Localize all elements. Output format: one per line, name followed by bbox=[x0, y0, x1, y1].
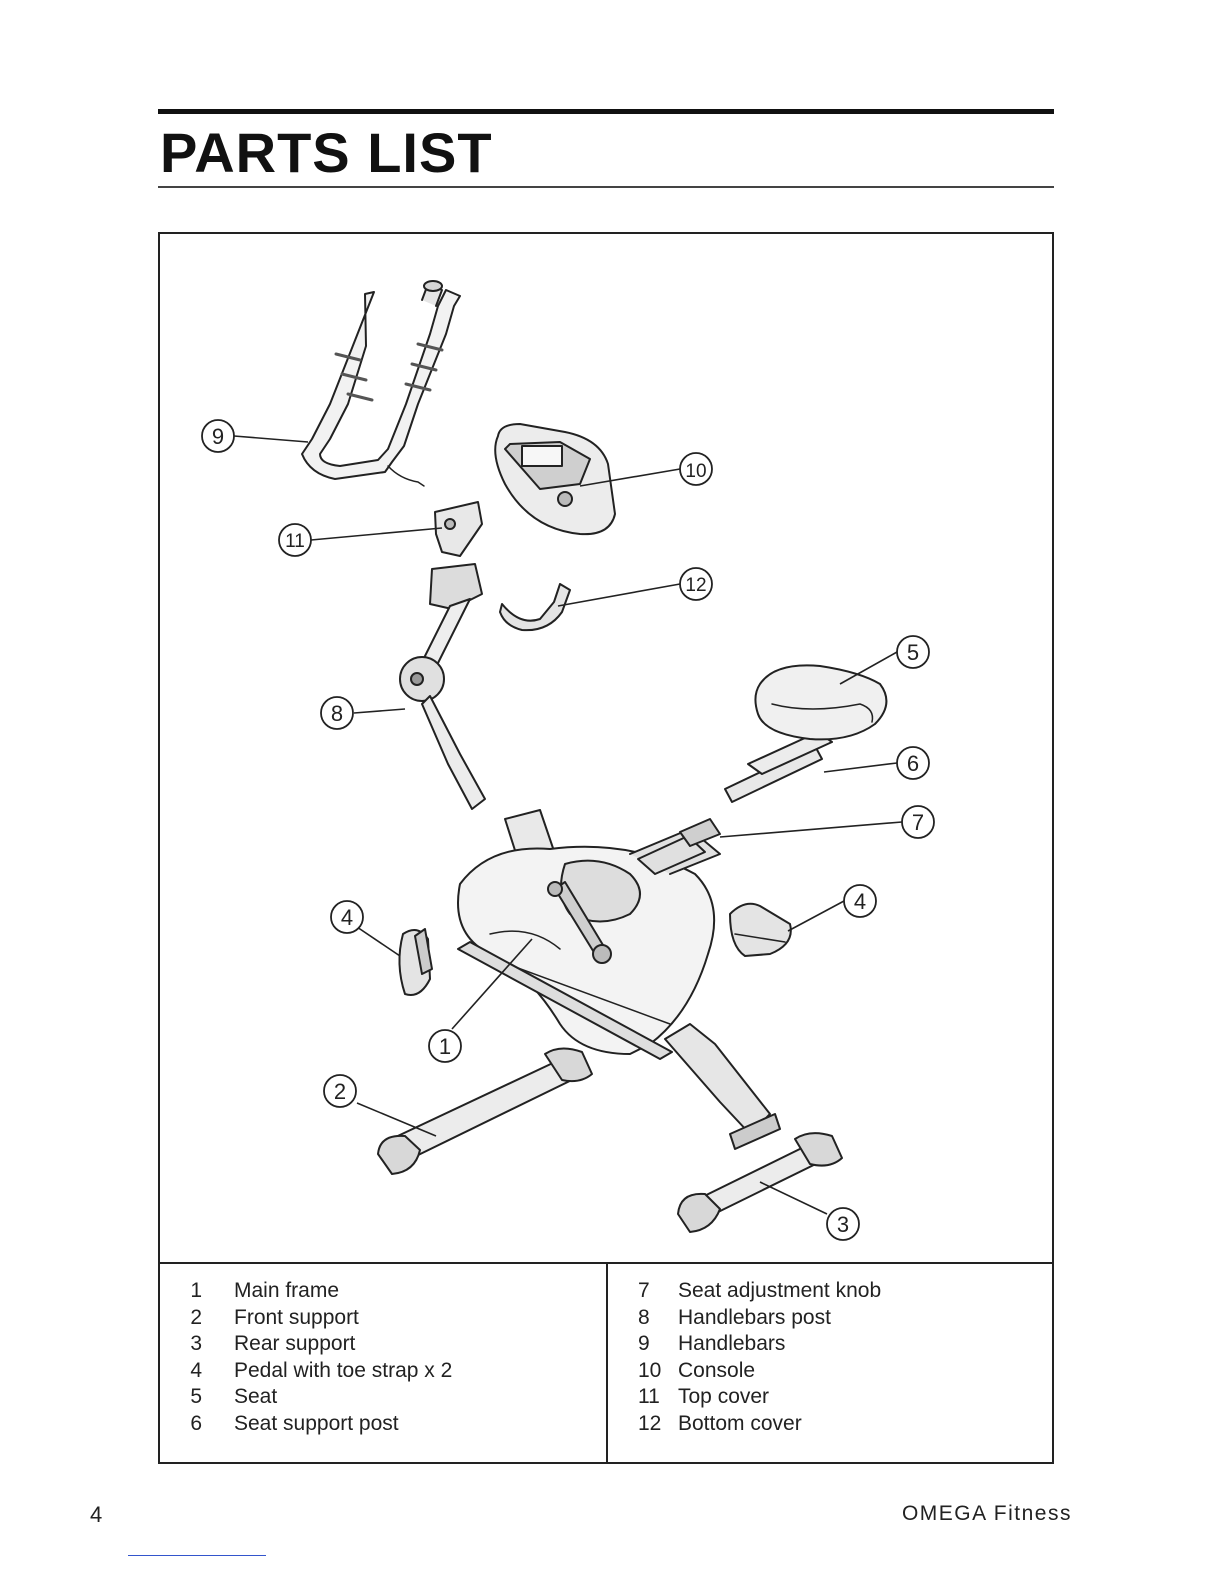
part-name: Seat support post bbox=[234, 1412, 399, 1436]
part-number: 10 bbox=[608, 1359, 678, 1383]
pedal-left-drawing bbox=[399, 929, 432, 995]
callout-10: 10 bbox=[685, 461, 706, 482]
part-number: 9 bbox=[608, 1332, 678, 1356]
callout-12: 12 bbox=[685, 575, 706, 596]
bottom-cover-drawing bbox=[500, 584, 570, 630]
part-name: Pedal with toe strap x 2 bbox=[234, 1359, 452, 1383]
callout-7: 7 bbox=[912, 810, 924, 835]
part-number: 5 bbox=[160, 1385, 234, 1409]
part-number: 8 bbox=[608, 1306, 678, 1330]
page-title: PARTS LIST bbox=[160, 122, 493, 184]
part-number: 2 bbox=[160, 1306, 234, 1330]
part-number: 4 bbox=[160, 1359, 234, 1383]
pedal-right-drawing bbox=[730, 904, 791, 956]
brand-footer: OMEGA Fitness bbox=[902, 1502, 1072, 1526]
callout-11: 11 bbox=[285, 531, 305, 552]
part-name: Rear support bbox=[234, 1332, 355, 1356]
part-number: 3 bbox=[160, 1332, 234, 1356]
part-name: Front support bbox=[234, 1306, 359, 1330]
console-drawing bbox=[495, 424, 615, 534]
page-number: 4 bbox=[90, 1502, 102, 1528]
callout-6: 6 bbox=[907, 751, 919, 776]
callout-4-right: 4 bbox=[854, 889, 866, 914]
part-number: 11 bbox=[608, 1385, 678, 1409]
part-number: 1 bbox=[160, 1279, 234, 1303]
part-name: Seat bbox=[234, 1385, 277, 1409]
callout-8: 8 bbox=[331, 701, 343, 726]
seat-drawing bbox=[755, 665, 886, 739]
part-number: 7 bbox=[608, 1279, 678, 1303]
callout-2: 2 bbox=[334, 1079, 346, 1104]
exercise-bike-exploded-diagram: 9 10 11 12 5 8 6 7 4 4 1 2 3 bbox=[160, 234, 1052, 1262]
part-name: Handlebars bbox=[678, 1332, 785, 1356]
callout-4-left: 4 bbox=[341, 905, 353, 930]
link-underline bbox=[128, 1555, 266, 1556]
part-name: Seat adjustment knob bbox=[678, 1279, 881, 1303]
part-name: Handlebars post bbox=[678, 1306, 831, 1330]
part-name: Console bbox=[678, 1359, 755, 1383]
handlebars-post-drawing bbox=[400, 564, 485, 809]
part-name: Bottom cover bbox=[678, 1412, 802, 1436]
seat-post-drawing bbox=[638, 732, 832, 874]
handlebars-drawing bbox=[302, 281, 460, 486]
part-number: 12 bbox=[608, 1412, 678, 1436]
top-cover-drawing bbox=[435, 502, 482, 556]
callout-3: 3 bbox=[837, 1212, 849, 1237]
header-rule-bottom bbox=[158, 186, 1054, 188]
part-name: Main frame bbox=[234, 1279, 339, 1303]
front-support-drawing bbox=[378, 1048, 592, 1174]
callout-1: 1 bbox=[439, 1034, 451, 1059]
callout-9: 9 bbox=[212, 424, 224, 449]
header-rule-top bbox=[158, 109, 1054, 114]
part-number: 6 bbox=[160, 1412, 234, 1436]
callout-5: 5 bbox=[907, 640, 919, 665]
part-name: Top cover bbox=[678, 1385, 769, 1409]
